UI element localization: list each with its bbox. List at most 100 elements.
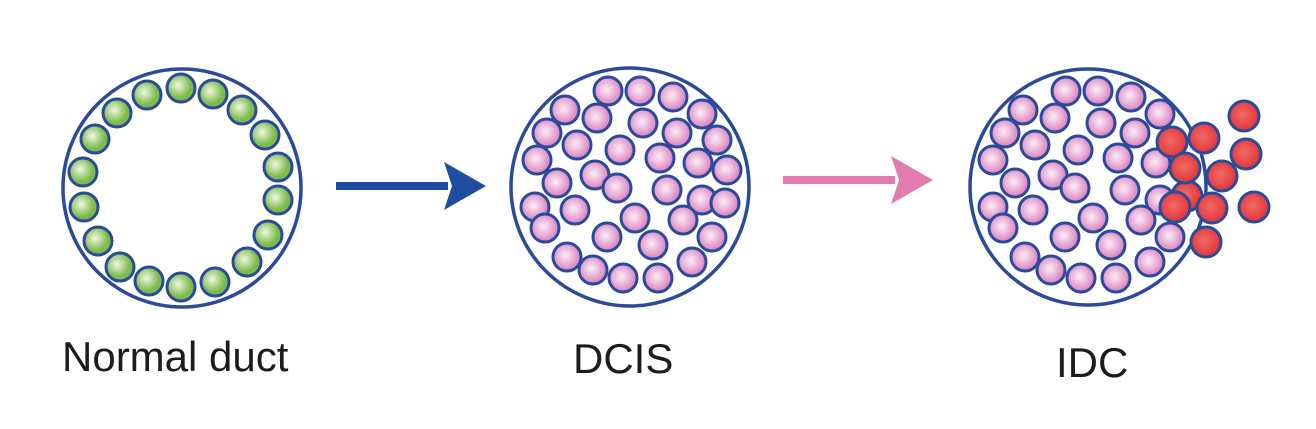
normal-cell [101,97,133,129]
dcis-cell [561,129,593,161]
normal-cell [68,191,100,223]
dcis-cell [682,147,714,179]
dcis-cell [531,117,563,149]
normal-cell [231,246,263,278]
dcis-cell [987,212,1019,244]
normal-cell [67,156,99,188]
dcis-cell [1077,202,1109,234]
dcis-cell [521,144,553,176]
normal-cell [165,72,197,104]
dcis-cell [989,117,1021,149]
dcis-cell [1059,172,1091,204]
dcis-cell [651,174,683,206]
normal-cell [79,123,111,155]
dcis-cell [1134,246,1166,278]
dcis-cell [551,241,583,273]
dcis-cell [1082,75,1114,107]
dcis-cell [642,262,674,294]
normal-cell [165,271,197,303]
dcis-cell [559,194,591,226]
duct-outline [509,66,751,308]
dcis-cell [661,117,693,149]
invasive-cell [1168,151,1202,185]
normal-cell [252,219,284,251]
arrow-icon-dcis-to-idc [783,156,933,204]
idc-label: IDC [1056,339,1129,386]
dcis-cell [711,154,743,186]
normal-cell [262,151,294,183]
dcis-cell [686,98,718,130]
dcis-cell [1035,254,1067,286]
idc-illustration [968,67,1271,307]
dcis-cell [592,75,624,107]
dcis-cell [1102,142,1134,174]
invasive-cell [1229,137,1263,171]
dcis-cell [624,75,656,107]
dcis-cell [709,187,741,219]
dcis-cell [637,229,669,261]
dcis-cell [667,204,699,236]
duct-outline [61,67,303,309]
dcis-cell [1009,241,1041,273]
dcis-cell [1065,262,1097,294]
dcis-cell [1085,107,1117,139]
dcis-cell [657,81,689,113]
dcis-cell [619,202,651,234]
dcis-cell [1017,194,1049,226]
invasive-cell [1155,125,1189,159]
invasive-cell [1158,190,1192,224]
invasive-cell [1205,159,1239,193]
dcis-cell [1007,94,1039,126]
dcis-cell [696,221,728,253]
dcis-cell [581,102,613,134]
dcis-cell [1154,221,1186,253]
dcis-cell [627,107,659,139]
dcis-cell [1125,204,1157,236]
arrow-icon-normal-to-dcis [336,162,486,210]
dcis-cell [701,124,733,156]
dcis-cell [1019,129,1051,161]
normal-cell [262,184,294,216]
dcis-cell [607,262,639,294]
duct-outline [968,67,1208,307]
normal-cell [197,78,229,110]
dcis-cell [676,246,708,278]
dcis-cell [644,142,676,174]
normal-cell [199,266,231,298]
normal-cell [249,119,281,151]
invasive-cell [1189,225,1223,259]
normal-duct-illustration [61,67,303,309]
dcis-illustration [509,66,751,308]
normal-duct-label: Normal duct [62,333,289,380]
invasive-cell [1187,121,1221,155]
dcis-cell [977,144,1009,176]
normal-cell [82,225,114,257]
normal-cell [131,79,163,111]
normal-cell [133,265,165,297]
dcis-cell [577,254,609,286]
dcis-cell [541,167,573,199]
dcis-cell [601,172,633,204]
dcis-cell [549,94,581,126]
dcis-cell [999,167,1031,199]
dcis-cell [591,221,623,253]
dcis-cell [1119,117,1151,149]
dcis-cell [1100,262,1132,294]
dcis-cell [1062,134,1094,166]
dcis-cell [1050,75,1082,107]
dcis-cell [1144,98,1176,130]
dcis-cell [1039,102,1071,134]
dcis-cell [1115,81,1147,113]
dcis-label: DCIS [573,335,674,382]
normal-cell [226,94,258,126]
dcis-cell [529,212,561,244]
invasive-cell [1237,190,1271,224]
dcis-cell [604,134,636,166]
normal-cell [104,251,136,283]
invasive-cell [1227,99,1261,133]
dcis-cell [1095,229,1127,261]
invasive-cell [1195,191,1229,225]
dcis-cell [1049,221,1081,253]
